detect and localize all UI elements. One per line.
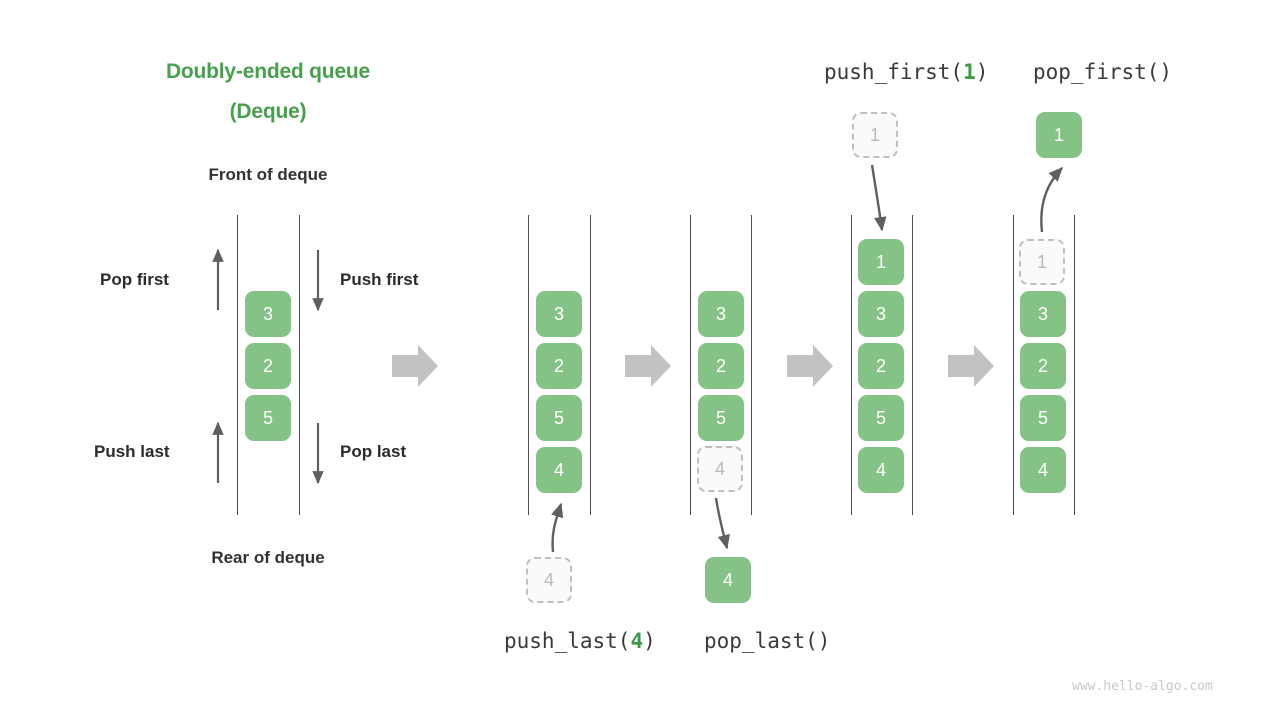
cell-p2-2: 5 [536,395,582,441]
rail-p2-right [590,215,591,515]
cell-p4-4: 4 [858,447,904,493]
rail-p3-left [690,215,691,515]
rail-p1-right [299,215,300,515]
cell-p1-1: 2 [245,343,291,389]
cell-p5-external-top: 1 [1036,112,1082,158]
pop-last-caption: pop_last() [704,629,831,653]
push-first-caption-arg: 1 [963,60,976,84]
push-first-caption-name: push_first( [824,60,964,84]
push-last-caption-name: push_last( [504,629,631,653]
rail-p1-left [237,215,238,515]
diagram-title-line2: (Deque) [229,100,307,123]
step-arrow-4 [948,345,994,387]
front-of-deque-label: Front of deque [208,165,328,184]
pop-first-motion-arrow [1040,166,1063,233]
cell-p4-2: 2 [858,343,904,389]
rail-p5-left [1013,215,1014,515]
rail-p4-right [912,215,913,515]
cell-p3-2: 5 [698,395,744,441]
push-last-label: Push last [94,442,170,461]
rail-p5-right [1074,215,1075,515]
cell-p2-3: 4 [536,447,582,493]
push-last-caption: push_last(4) [504,629,656,653]
pop-last-label: Pop last [340,442,407,461]
cell-p5-3: 4 [1020,447,1066,493]
cell-p5-2: 5 [1020,395,1066,441]
push-first-motion-arrow [870,164,887,232]
push-first-caption-close: ) [975,60,989,84]
cell-p4-3: 5 [858,395,904,441]
diagram-title-line1: Doubly-ended queue [165,60,371,83]
cell-p5-0: 3 [1020,291,1066,337]
push-last-caption-close: ) [643,629,656,653]
cell-p3-0: 3 [698,291,744,337]
cell-p5-ghost-top: 1 [1019,239,1065,285]
cell-p4-0: 1 [858,239,904,285]
cell-p5-1: 2 [1020,343,1066,389]
step-arrow-1 [392,345,438,387]
step-arrow-2 [625,345,671,387]
cell-p2-0: 3 [536,291,582,337]
cell-p4-1: 3 [858,291,904,337]
cell-p4-external-top: 1 [852,112,898,158]
rail-p2-left [528,215,529,515]
push-first-caption: push_first(1) [824,60,988,84]
push-last-caption-arg: 4 [630,629,644,653]
pop-last-motion-arrow [714,497,730,550]
push-first-label: Push first [340,270,419,289]
cell-p1-0: 3 [245,291,291,337]
cell-p2-external-bottom: 4 [526,557,572,603]
pop-first-caption: pop_first() [1033,60,1173,84]
step-arrow-3 [787,345,833,387]
watermark: www.hello-algo.com [1072,679,1213,694]
cell-p3-1: 2 [698,343,744,389]
rail-p4-left [851,215,852,515]
rail-p3-right [751,215,752,515]
cell-p3-external-bottom: 4 [705,557,751,603]
rear-of-deque-label: Rear of deque [211,548,325,567]
cell-p3-ghost-bottom: 4 [697,446,743,492]
cell-p2-1: 2 [536,343,582,389]
cell-p1-2: 5 [245,395,291,441]
push-last-motion-arrow [551,502,564,553]
pop-first-label: Pop first [100,270,169,289]
